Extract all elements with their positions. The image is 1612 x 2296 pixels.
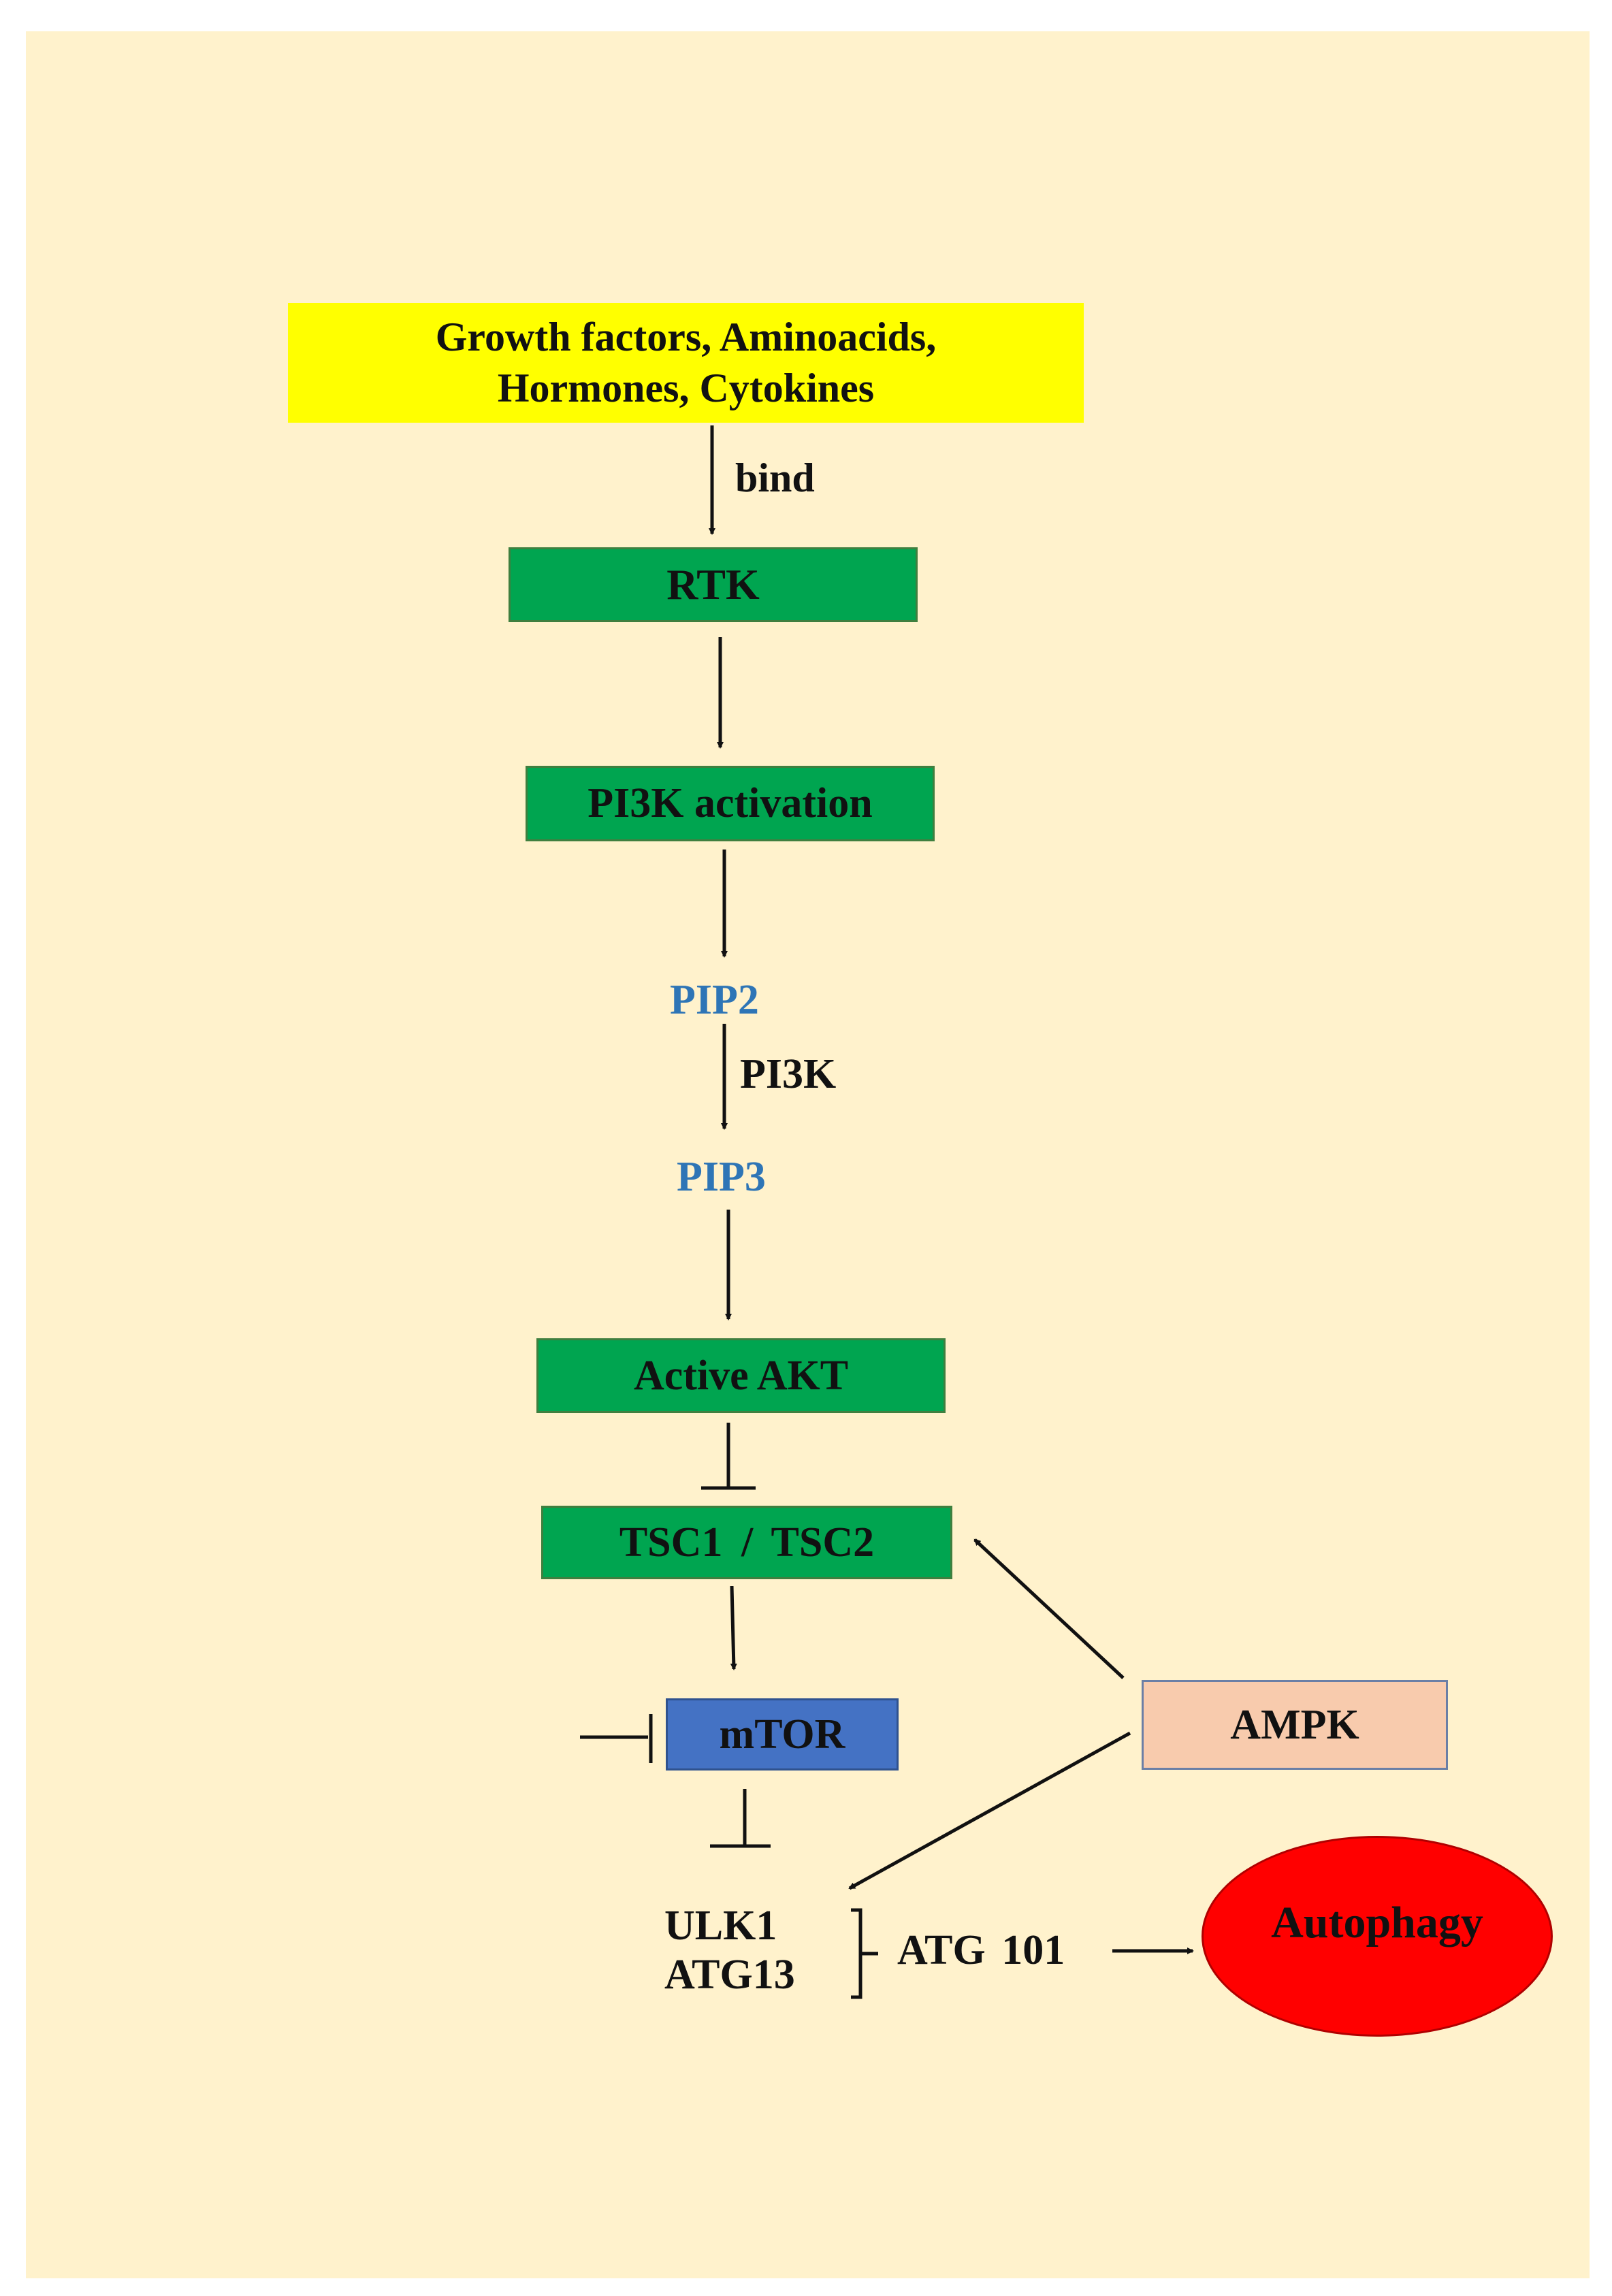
mtor-box: mTOR: [666, 1698, 899, 1770]
ampk-label: AMPK: [1230, 1701, 1359, 1748]
arrow-ampk-to-ulk: [848, 1731, 1131, 1890]
atg13-label: ATG13: [664, 1952, 795, 1998]
arrow-tsc-to-mtor: [730, 1585, 737, 1670]
input-signals-line2: Hormones, Cytokines: [497, 366, 875, 410]
autophagy-ellipse: Autophagy: [1202, 1836, 1553, 2037]
bind-label: bind: [735, 455, 815, 500]
tsc-box: TSC1 / TSC2: [541, 1506, 952, 1579]
pip2-label: PIP2: [670, 977, 759, 1023]
rtk-label: RTK: [666, 560, 760, 609]
active-akt-label: Active AKT: [633, 1352, 849, 1399]
input-signals-line1: Growth factors, Aminoacids,: [435, 314, 937, 359]
pi3k-activation-box: PI3K activation: [526, 766, 935, 841]
ampk-box: AMPK: [1142, 1680, 1448, 1770]
input-signals-box: Growth factors, Aminoacids, Hormones, Cy…: [288, 303, 1084, 423]
pi3k-enzyme-label: PI3K: [740, 1051, 837, 1097]
autophagy-label: Autophagy: [1271, 1897, 1483, 1947]
rtk-box: RTK: [509, 547, 918, 622]
mtor-label: mTOR: [719, 1711, 845, 1758]
tsc-label: TSC1 / TSC2: [619, 1519, 875, 1566]
active-akt-box: Active AKT: [536, 1338, 946, 1413]
arrow-ampk-to-tsc: [973, 1538, 1125, 1679]
ulk-complex-bracket: [851, 1908, 863, 1999]
pi3k-activation-label: PI3K activation: [587, 780, 873, 826]
pip3-label: PIP3: [677, 1154, 766, 1200]
ulk1-label: ULK1: [664, 1903, 777, 1949]
atg101-label: ATG 101: [897, 1927, 1065, 1973]
